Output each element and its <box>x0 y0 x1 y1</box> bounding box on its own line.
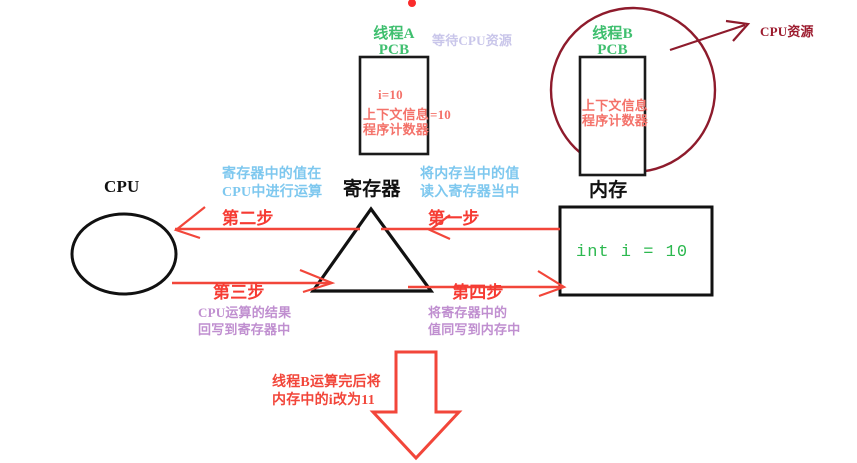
thread-a-status: 等待CPU资源 <box>432 33 513 48</box>
thread-b-pcb-box <box>578 55 647 177</box>
step2-desc-line2: CPU中进行运算 <box>222 185 323 200</box>
step2-desc-line1: 寄存器中的值在 <box>222 167 322 182</box>
step4-desc-line2: 值同写到内存中 <box>428 322 521 337</box>
step3-arrowhead <box>299 268 336 294</box>
step2-arrowhead <box>173 206 206 240</box>
thread-a-pcb-box <box>358 55 430 156</box>
thread-a-pcb-label: PCB <box>378 42 410 58</box>
thread-a-variable: i=10 <box>378 87 403 102</box>
register-shape <box>309 206 435 293</box>
thread-b-resource-arrow <box>669 23 746 52</box>
thread-b-resource-arrowhead <box>725 19 751 42</box>
thread-b-pcb-label: PCB <box>597 42 628 58</box>
memory-shape <box>558 205 714 297</box>
thread-b-context-info: 上下文信息 <box>582 98 649 113</box>
register-label: 寄存器 <box>343 179 401 200</box>
step4-label: 第四步 <box>452 283 504 302</box>
step1-arrowhead <box>427 214 451 241</box>
cpu-shape <box>70 212 178 296</box>
thread-a-counter-value: =10 <box>430 107 452 122</box>
conclusion-line2: 内存中的i改为11 <box>272 393 375 408</box>
cpu-label: CPU <box>104 177 140 196</box>
thread-a-name: 线程A <box>373 26 415 42</box>
top-red-mark <box>408 0 416 7</box>
step1-label: 第一步 <box>428 209 480 228</box>
conclusion-down-arrow <box>369 350 463 461</box>
thread-b-program-counter: 程序计数器 <box>582 113 649 128</box>
memory-code-value: int i = 10 <box>576 243 689 262</box>
step1-desc-line1: 将内存当中的值 <box>420 167 520 182</box>
thread-a-context-info: 上下文信息 <box>363 107 430 122</box>
step3-desc-line2: 回写到寄存器中 <box>198 322 291 337</box>
thread-a-program-counter: 程序计数器 <box>363 122 430 137</box>
step3-label: 第三步 <box>213 283 265 302</box>
step4-desc-line1: 将寄存器中的 <box>428 305 508 320</box>
memory-label: 内存 <box>589 180 628 201</box>
cpu-resource-label: CPU资源 <box>760 24 814 39</box>
thread-b-name: 线程B <box>592 26 633 42</box>
step2-label: 第二步 <box>222 209 274 228</box>
step4-arrowhead <box>537 270 567 298</box>
step1-desc-line2: 读入寄存器当中 <box>420 185 520 200</box>
step3-desc-line1: CPU运算的结果 <box>198 305 292 320</box>
conclusion-line1: 线程B运算完后将 <box>272 375 381 390</box>
